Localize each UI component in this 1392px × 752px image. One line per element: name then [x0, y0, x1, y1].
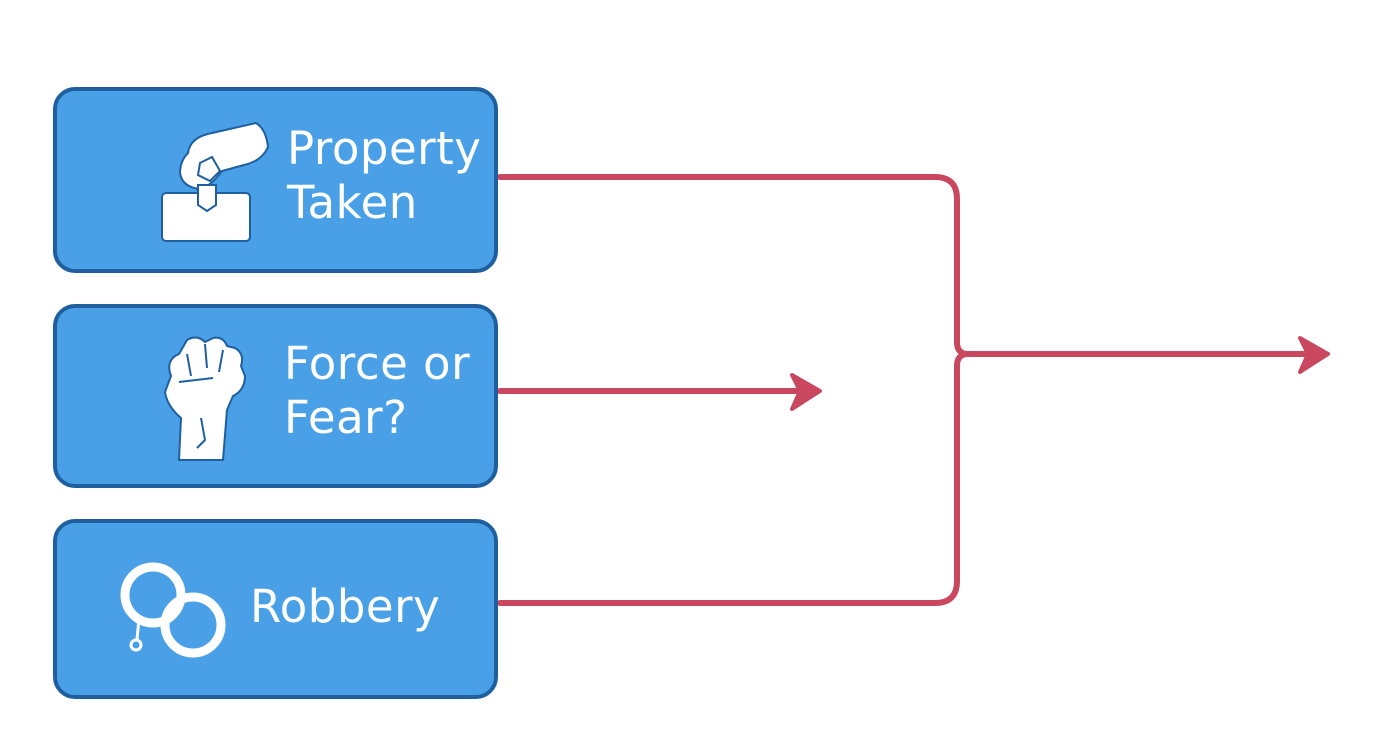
connector-property-to-bracket: [497, 174, 960, 345]
robbery-label: Robbery: [250, 580, 440, 634]
handcuffs-icon: [120, 562, 226, 658]
robbery-line1: Robbery: [250, 580, 441, 633]
force-or-fear-line2: Fear?: [284, 391, 408, 444]
raised-fist-icon: [164, 336, 246, 461]
output-arrowhead: [1298, 336, 1330, 374]
robbery-box: Robbery: [53, 519, 498, 699]
property-taken-label: Property Taken: [287, 122, 481, 230]
bracket-notch: [954, 339, 971, 369]
force-arrowhead: [790, 373, 822, 411]
property-taken-line2: Taken: [287, 176, 418, 229]
property-taken-line1: Property: [287, 122, 482, 175]
hand-dropping-into-box-icon: [161, 121, 270, 242]
force-or-fear-box: Force or Fear?: [53, 304, 498, 488]
force-or-fear-label: Force or Fear?: [284, 337, 470, 445]
connector-robbery-to-bracket: [497, 363, 960, 606]
force-or-fear-line1: Force or: [284, 337, 471, 390]
property-taken-box: Property Taken: [53, 87, 498, 273]
